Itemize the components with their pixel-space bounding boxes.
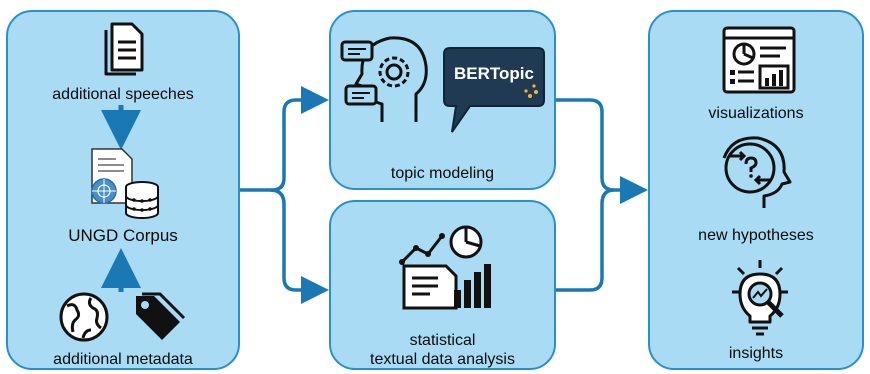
ungd-corpus-label: UNGD Corpus xyxy=(68,226,178,245)
documents-icon xyxy=(104,22,144,76)
bertopic-logo-text: BERTopic xyxy=(454,64,534,83)
tags-icon xyxy=(136,292,186,340)
arrow-statistics-to-output xyxy=(556,188,615,292)
globe-icon xyxy=(59,292,109,342)
visualizations-label: visualizations xyxy=(708,105,804,122)
head-question-arrows-icon xyxy=(722,136,792,208)
lightbulb-magnifier-icon xyxy=(732,260,788,336)
analytics-report-icon xyxy=(399,225,491,310)
un-document-database-icon xyxy=(91,148,159,219)
bertopic-speech-bubble-icon xyxy=(443,47,545,133)
additional-metadata-label: additional metadata xyxy=(53,351,193,368)
arrow-corpus-to-statistics xyxy=(269,188,329,304)
statistical-label: statistical xyxy=(409,332,476,349)
head-gear-chat-icon xyxy=(340,36,428,122)
insights-label: insights xyxy=(728,345,784,362)
textual-data-analysis-label: textual data analysis xyxy=(370,351,515,368)
additional-speeches-label: additional speeches xyxy=(52,86,194,103)
topic-modeling-label: topic modeling xyxy=(390,165,495,182)
arrow-corpus-to-topic-modeling xyxy=(240,86,329,192)
new-hypotheses-label: new hypotheses xyxy=(698,227,814,244)
dashboard-icon xyxy=(722,26,796,94)
arrow-topic-to-output xyxy=(556,98,648,204)
